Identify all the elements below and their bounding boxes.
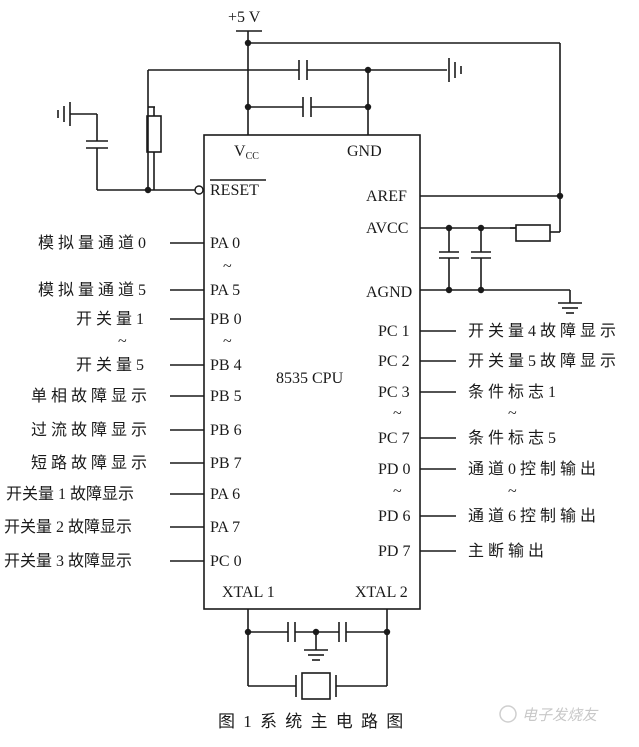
agnd-pin-label: AGND bbox=[366, 284, 412, 301]
svg-text:PD 6: PD 6 bbox=[378, 508, 410, 525]
range-mark-right-channel: ~ bbox=[508, 483, 517, 500]
left-pin-row: 短 路 故 障 显 示 PB 7 bbox=[31, 454, 242, 472]
range-mark-pd: ~ bbox=[393, 483, 402, 500]
svg-text:PC 3: PC 3 bbox=[378, 384, 410, 401]
vcc-pin-label: VCC bbox=[234, 143, 259, 162]
reset-pin-label: RESET bbox=[210, 182, 259, 199]
left-pin-row: 模 拟 量 通 道 0 PA 0 bbox=[38, 234, 240, 252]
svg-text:PB 6: PB 6 bbox=[210, 422, 242, 439]
right-pin-row: PD 0 通 道 0 控 制 输 出 bbox=[378, 460, 596, 478]
svg-text:PD 0: PD 0 bbox=[378, 461, 410, 478]
svg-text:模 拟 量 通 道 5: 模 拟 量 通 道 5 bbox=[38, 281, 146, 299]
svg-text:单 相 故 障 显 示: 单 相 故 障 显 示 bbox=[31, 387, 147, 405]
svg-text:开 关 量 1: 开 关 量 1 bbox=[76, 310, 144, 328]
figure-caption: 图 1 系 统 主 电 路 图 bbox=[218, 712, 405, 731]
svg-text:PA 7: PA 7 bbox=[210, 519, 240, 536]
ground-top-icon bbox=[448, 58, 462, 82]
svg-text:条 件 标 志 5: 条 件 标 志 5 bbox=[468, 429, 556, 447]
svg-text:电子发烧友: 电子发烧友 bbox=[522, 706, 599, 724]
ground-xtal-icon bbox=[304, 649, 328, 661]
left-pin-row: 过 流 故 障 显 示 PB 6 bbox=[31, 421, 242, 439]
left-pin-row: 开 关 量 5 PB 4 bbox=[76, 356, 242, 374]
right-pin-row: PC 2 开 关 量 5 故 障 显 示 bbox=[378, 352, 616, 370]
range-mark-left-signal: ~ bbox=[118, 333, 127, 350]
avcc-inductor bbox=[515, 224, 551, 242]
gnd-pin-label: GND bbox=[347, 143, 382, 160]
svg-text:开 关 量 5 故 障 显 示: 开 关 量 5 故 障 显 示 bbox=[468, 352, 616, 370]
left-pin-row: 开关量 3 故障显示 PC 0 bbox=[4, 552, 242, 570]
svg-text:PB 0: PB 0 bbox=[210, 311, 242, 328]
svg-text:PA 6: PA 6 bbox=[210, 486, 240, 503]
left-pin-row: 开 关 量 1 PB 0 bbox=[76, 310, 242, 328]
svg-text:PA 0: PA 0 bbox=[210, 235, 240, 252]
cpu-label: 8535 CPU bbox=[276, 370, 344, 387]
cpu-chip bbox=[203, 134, 421, 610]
xtal1-pin-label: XTAL 1 bbox=[222, 584, 275, 601]
avcc-pin-label: AVCC bbox=[366, 220, 408, 237]
svg-text:开 关 量 4 故 障 显 示: 开 关 量 4 故 障 显 示 bbox=[468, 322, 616, 340]
svg-text:PC 0: PC 0 bbox=[210, 553, 242, 570]
svg-text:模 拟 量 通 道 0: 模 拟 量 通 道 0 bbox=[38, 234, 146, 252]
range-mark-pb: ~ bbox=[223, 333, 232, 350]
left-pin-row: 开关量 2 故障显示 PA 7 bbox=[4, 518, 240, 536]
right-pin-row: PD 7 主 断 输 出 bbox=[378, 542, 544, 560]
svg-text:通 道 0 控 制 输 出: 通 道 0 控 制 输 出 bbox=[468, 460, 596, 478]
svg-text:条 件 标 志 1: 条 件 标 志 1 bbox=[468, 383, 556, 401]
svg-text:PB 4: PB 4 bbox=[210, 357, 242, 374]
svg-text:PA 5: PA 5 bbox=[210, 282, 240, 299]
svg-text:PB 7: PB 7 bbox=[210, 455, 242, 472]
left-pin-row: 开关量 1 故障显示 PA 6 bbox=[6, 485, 240, 503]
svg-text:开关量 1 故障显示: 开关量 1 故障显示 bbox=[6, 485, 134, 503]
svg-text:PD 7: PD 7 bbox=[378, 543, 410, 560]
junction-dots bbox=[144, 39, 564, 636]
svg-text:PC 7: PC 7 bbox=[378, 430, 410, 447]
supply-label: +5 V bbox=[228, 9, 261, 26]
left-pin-row: 单 相 故 障 显 示 PB 5 bbox=[31, 387, 242, 405]
range-mark-right-flag: ~ bbox=[508, 405, 517, 422]
svg-text:短 路 故 障 显 示: 短 路 故 障 显 示 bbox=[31, 454, 147, 472]
right-pin-row: PC 3 条 件 标 志 1 bbox=[378, 383, 556, 401]
watermark-logo: 电子发烧友 bbox=[499, 705, 599, 724]
svg-text:PB 5: PB 5 bbox=[210, 388, 242, 405]
svg-text:开 关 量 5: 开 关 量 5 bbox=[76, 356, 144, 374]
reset-resistor bbox=[146, 115, 162, 153]
left-pin-row: 模 拟 量 通 道 5 PA 5 bbox=[38, 281, 240, 299]
right-pin-row: PD 6 通 道 6 控 制 输 出 bbox=[378, 507, 596, 525]
svg-text:PC 1: PC 1 bbox=[378, 323, 410, 340]
xtal2-pin-label: XTAL 2 bbox=[355, 584, 408, 601]
right-pin-row: PC 7 条 件 标 志 5 bbox=[378, 429, 556, 447]
ground-reset-icon bbox=[57, 102, 71, 126]
range-mark-pc: ~ bbox=[393, 405, 402, 422]
svg-text:主 断 输 出: 主 断 输 出 bbox=[468, 542, 544, 560]
svg-text:通 道 6 控 制 输 出: 通 道 6 控 制 输 出 bbox=[468, 507, 596, 525]
ground-agnd-icon bbox=[558, 302, 582, 314]
range-mark-pa: ~ bbox=[223, 258, 232, 275]
aref-pin-label: AREF bbox=[366, 188, 407, 205]
svg-text:过 流 故 障 显 示: 过 流 故 障 显 示 bbox=[31, 421, 147, 439]
reset-inverter-bubble bbox=[194, 185, 204, 195]
crystal bbox=[301, 672, 331, 700]
svg-text:开关量 2 故障显示: 开关量 2 故障显示 bbox=[4, 518, 132, 536]
svg-text:PC 2: PC 2 bbox=[378, 353, 410, 370]
svg-text:开关量 3 故障显示: 开关量 3 故障显示 bbox=[4, 552, 132, 570]
right-pin-row: PC 1 开 关 量 4 故 障 显 示 bbox=[378, 322, 616, 340]
